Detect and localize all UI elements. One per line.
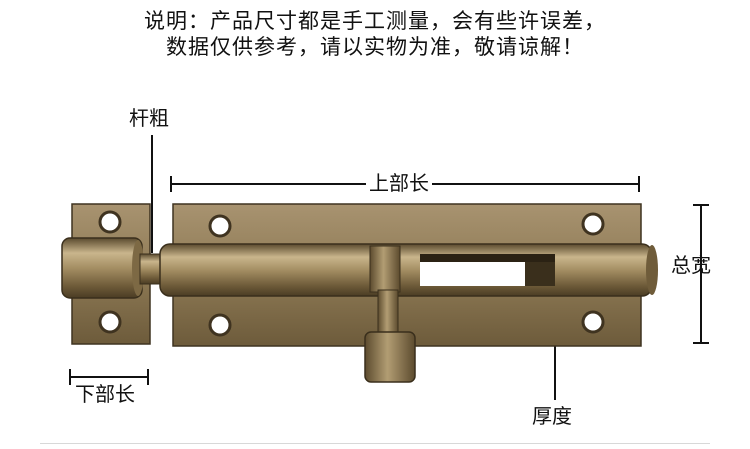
bolt-handle [364,245,416,383]
notice-line-1: 说明：产品尺寸都是手工测量，会有些许误差， [144,9,606,33]
notice-line-2: 数据仅供参考，请以实物为准，敬请谅解！ [166,35,584,59]
label-thickness: 厚度 [532,404,572,428]
label-bottom-length: 下部长 [75,382,135,406]
label-top-length: 上部长 [366,172,432,194]
label-rod-thickness: 杆粗 [129,106,169,130]
bottom-length-dimension [69,369,149,385]
bottom-divider [40,443,710,444]
label-total-width: 总宽 [671,253,711,277]
keeper-plate [61,203,151,345]
total-width-dimension [693,204,709,344]
barrel-tube [159,243,658,297]
